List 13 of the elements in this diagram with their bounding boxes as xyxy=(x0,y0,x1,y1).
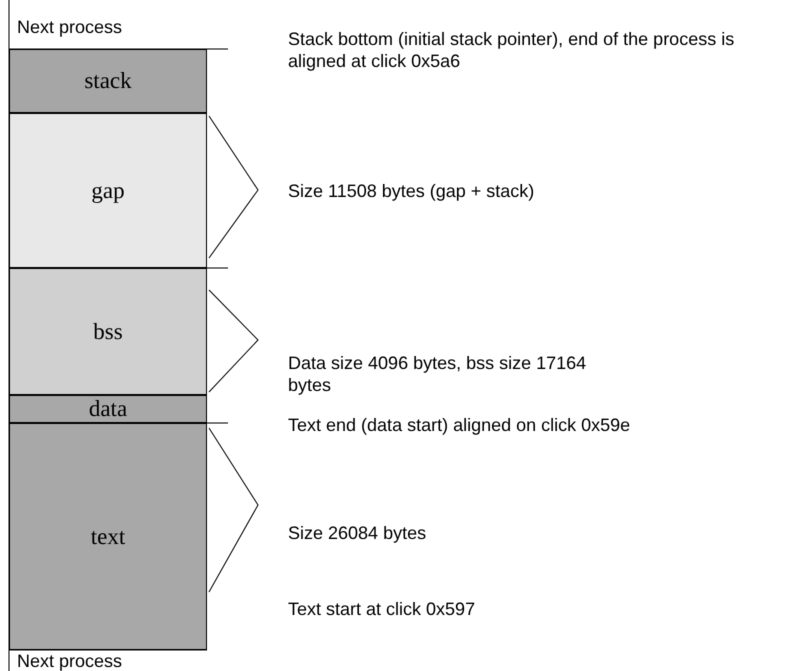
annotation-text: Stack bottom (initial stack pointer), end of the process is aligned at click 0x5a6 xyxy=(288,28,736,72)
annotation-text: Data size 4096 bytes, bss size 17164 bytes xyxy=(288,352,588,396)
annotation-text: Text start at click 0x597 xyxy=(288,598,476,620)
annotation-text: Size 26084 bytes xyxy=(288,522,428,544)
memory-segment: stack xyxy=(9,49,207,113)
annotation-text: Next process xyxy=(17,16,124,38)
annotation-text: Text end (data start) aligned on click 0x59e xyxy=(288,414,632,436)
memory-segment: bss xyxy=(9,268,207,395)
annotation-text: Next process xyxy=(17,650,124,671)
memory-segment: gap xyxy=(9,113,207,268)
annotation-text: Size 11508 bytes (gap + stack) xyxy=(288,180,536,202)
memory-segment: data xyxy=(9,395,207,423)
memory-segment: text xyxy=(9,423,207,650)
